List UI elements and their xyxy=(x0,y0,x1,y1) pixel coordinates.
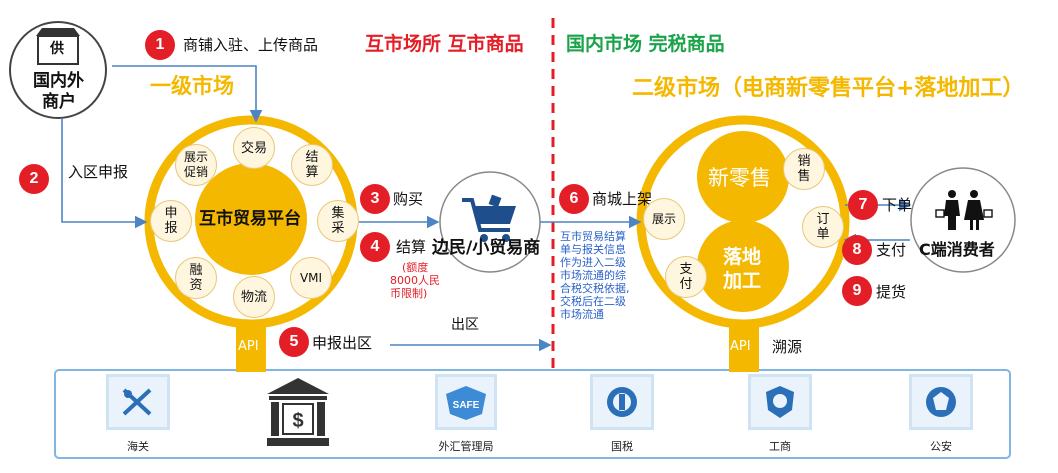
secondary-function-order: 订 单 xyxy=(802,206,844,248)
secondary-function-display: 展示 xyxy=(643,198,685,240)
step-text-5: 申报出区 xyxy=(312,334,373,352)
police-icon xyxy=(926,387,956,417)
settlement-note: 互市贸易结算 单与报关信息 作为进入二级 市场流通的综 合税交税依据, 交税后在… xyxy=(560,230,655,321)
settlement-note-line: 市场流通 xyxy=(560,308,604,321)
tax-icon xyxy=(607,387,637,417)
step-text-9: 提货 xyxy=(876,283,907,301)
exit-label: 出区 xyxy=(451,317,479,333)
agency-tax: 国税 xyxy=(587,374,657,453)
agency-frame xyxy=(54,369,1011,459)
consumer-label: C端消费者 xyxy=(919,240,995,259)
merchant-label-1: 国内外 xyxy=(33,71,84,91)
arrow-upload xyxy=(112,65,263,123)
bank-icon: $ xyxy=(265,376,331,448)
settlement-note-line: 互市贸易结算 xyxy=(560,230,626,243)
agency-customs: 海关 xyxy=(103,374,173,453)
api-label-left: API xyxy=(238,339,259,354)
arrow-declare-in xyxy=(61,118,148,229)
step-badge-7: 7 xyxy=(848,190,878,220)
secondary-function-payment: 支 付 xyxy=(665,256,707,298)
settlement-note-line: 单与报关信息 xyxy=(560,243,626,256)
agency-police: 公安 xyxy=(906,374,976,453)
step-text-3: 购买 xyxy=(393,190,424,208)
platform-function-finance: 融 资 xyxy=(175,257,217,299)
platform-function-logistics: 物流 xyxy=(233,276,275,318)
header-primary-venue: 互市场所 互市商品 xyxy=(365,33,524,55)
limit-note-3: 币限制) xyxy=(390,287,428,300)
limit-note-1: (额度 xyxy=(402,261,429,274)
retail-core xyxy=(697,131,789,223)
step-text-2: 入区申报 xyxy=(68,163,129,181)
platform-function-vmi: VMI xyxy=(290,257,332,299)
step-badge-5: 5 xyxy=(279,327,309,357)
agency-commerce: 工商 xyxy=(745,374,815,453)
settlement-note-line: 市场流通的综 xyxy=(560,269,626,282)
retail-label: 新零售 xyxy=(708,166,771,190)
step-text-8: 支付 xyxy=(876,241,907,259)
shop-icon xyxy=(36,28,80,65)
commerce-icon xyxy=(766,386,794,418)
step-badge-2: 2 xyxy=(19,164,49,194)
merchant-badge: 供 xyxy=(50,41,64,57)
processing-core xyxy=(697,220,789,312)
step-text-4: 结算 xyxy=(396,238,427,256)
step-badge-4: 4 xyxy=(360,232,390,262)
safe-icon: SAFE xyxy=(446,386,486,420)
title-level2-market: 二级市场（电商新零售平台+落地加工） xyxy=(632,76,1025,101)
step-text-1: 商铺入驻、上传商品 xyxy=(183,36,319,54)
agency-label: 海关 xyxy=(127,440,149,453)
consumer-circle xyxy=(910,167,1016,273)
settlement-note-line: 交税后在二级 xyxy=(560,295,626,308)
step-text-6: 商城上架 xyxy=(592,190,653,208)
step-badge-1: 1 xyxy=(145,30,175,60)
settlement-note-line: 合税交税依据, xyxy=(560,282,630,295)
api-label-right: API xyxy=(730,339,751,354)
svg-text:SAFE: SAFE xyxy=(453,400,480,411)
agency-label: 国税 xyxy=(611,440,633,453)
merchant-circle xyxy=(9,21,107,119)
step-badge-8: 8 xyxy=(842,235,872,265)
platform-function-trade: 交易 xyxy=(233,127,275,169)
consumers-icon xyxy=(935,190,993,230)
svg-text:$: $ xyxy=(292,410,303,432)
processing-label-1: 落地 xyxy=(723,246,762,268)
platform-core xyxy=(195,163,307,275)
platform-function-settle: 结 算 xyxy=(291,144,333,186)
step-badge-6: 6 xyxy=(559,184,589,214)
agency-label: 外汇管理局 xyxy=(438,440,494,453)
customs-icon xyxy=(122,388,152,416)
settlement-note-line: 作为进入二级 xyxy=(560,256,626,269)
merchant-label-2: 商户 xyxy=(42,92,76,112)
secondary-function-sales: 销 售 xyxy=(783,148,825,190)
limit-note-2: 8000人民 xyxy=(390,274,440,287)
platform-function-display: 展示 促销 xyxy=(175,144,217,186)
header-domestic-market: 国内市场 完税商品 xyxy=(566,33,725,55)
platform-center-label: 互市贸易平台 xyxy=(199,209,301,229)
agency-label: 公安 xyxy=(930,440,952,453)
step-text-7: 下单 xyxy=(882,196,913,214)
agency-label: 工商 xyxy=(769,440,791,453)
step-badge-3: 3 xyxy=(360,184,390,214)
step-badge-9: 9 xyxy=(842,276,872,306)
platform-function-purchase: 集 采 xyxy=(317,200,359,242)
cart-icon xyxy=(462,194,516,242)
processing-label-2: 加工 xyxy=(723,270,762,292)
title-level1-market: 一级市场 xyxy=(150,74,234,98)
agency-forex: SAFE 外汇管理局 xyxy=(421,374,511,453)
trace-label: 溯源 xyxy=(772,338,803,356)
platform-function-declare: 申 报 xyxy=(150,200,192,242)
trader-label: 边民/小贸易商 xyxy=(432,238,541,258)
